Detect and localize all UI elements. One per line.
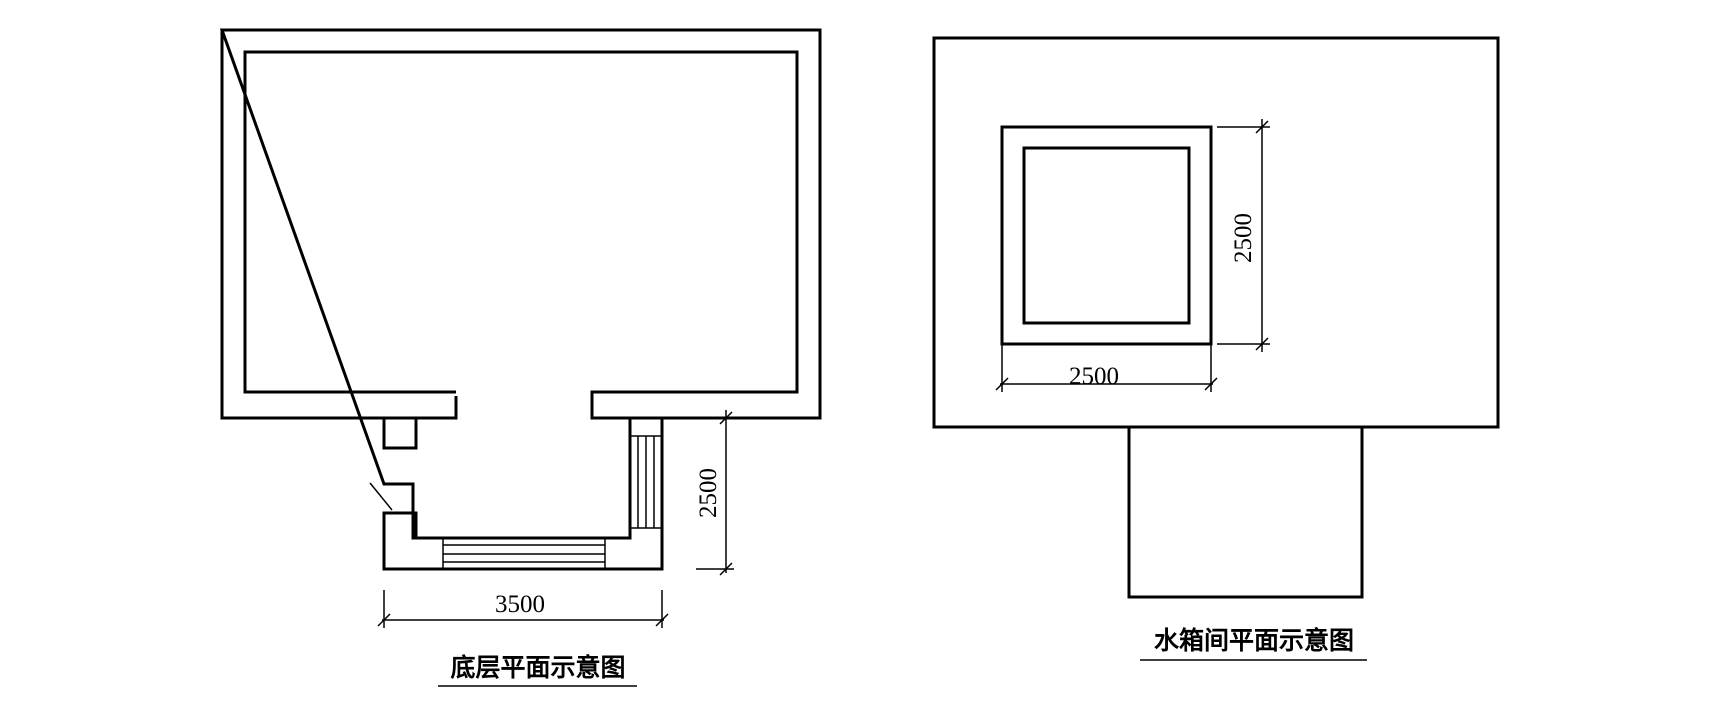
- ground-floor-width-label: 3500: [495, 591, 545, 618]
- water-tank-room-outer-wall: [1000, 125, 1213, 346]
- water-tank-room-plan: 2500 2500 水箱间平面示意图: [932, 36, 1500, 661]
- ground-floor-inner-room: [243, 50, 799, 396]
- ground-floor-height-dimension: 2500: [695, 410, 734, 576]
- water-tank-lower-block: [1127, 427, 1364, 599]
- ground-floor-column-stub: [382, 418, 418, 450]
- ground-floor-bottom-steps: [442, 537, 606, 570]
- water-tank-height-dimension: 2500: [1217, 119, 1270, 352]
- ground-floor-outer-rect: [220, 28, 822, 420]
- water-tank-width-label: 2500: [1069, 363, 1119, 390]
- water-tank-caption: 水箱间平面示意图: [1154, 626, 1354, 655]
- ground-floor-plan: 3500 2500 底层平面示意图: [219, 28, 822, 687]
- ground-floor-side-steps: [629, 435, 663, 529]
- ground-floor-door-swing: [369, 482, 393, 511]
- water-tank-height-label: 2500: [1230, 213, 1257, 263]
- ground-floor-caption: 底层平面示意图: [450, 653, 625, 682]
- ground-floor-height-label: 2500: [695, 468, 722, 518]
- water-tank-roof-outline: [932, 36, 1500, 429]
- water-tank-width-dimension: 2500: [995, 344, 1218, 392]
- ground-floor-porch-left-block: [382, 511, 443, 569]
- ground-floor-outer-wall: [219, 28, 822, 571]
- water-tank-room-inner-wall: [1022, 146, 1191, 325]
- ground-floor-width-dimension: 3500: [377, 590, 669, 628]
